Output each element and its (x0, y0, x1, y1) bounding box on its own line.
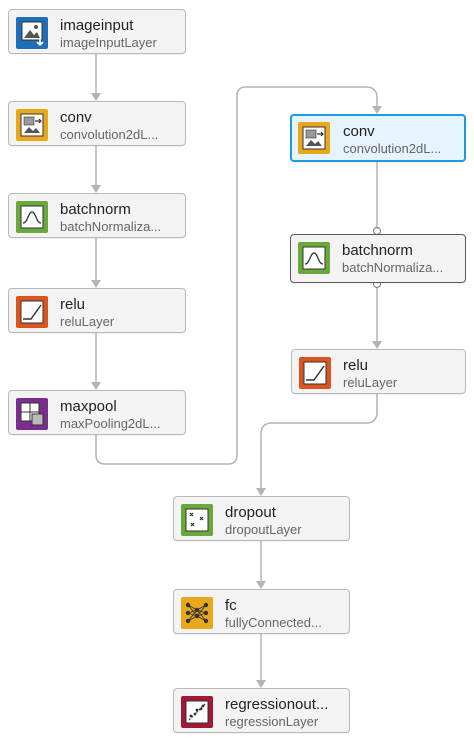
layer-type: maxPooling2dL... (60, 416, 161, 431)
layer-type: reluLayer (343, 375, 398, 390)
wire-arrow-maxpool-to-conv (372, 106, 382, 114)
layer-type: dropoutLayer (225, 522, 302, 537)
batch-normalization-icon (298, 242, 330, 274)
layer-name: imageinput (60, 17, 134, 34)
layer-name: maxpool (60, 398, 117, 415)
layer-name: fc (225, 597, 237, 614)
wire-arrow-left-0 (91, 93, 101, 101)
layer-node-conv-2[interactable]: conv convolution2dL... (290, 114, 466, 162)
layer-node-relu-2[interactable]: relu reluLayer (291, 349, 466, 394)
convolution-icon (298, 122, 330, 154)
layer-name: relu (343, 357, 369, 374)
layer-name: regressionout... (225, 696, 329, 713)
wire-arrow-dropout-to-fc (256, 581, 266, 589)
layer-type: batchNormaliza... (342, 260, 444, 275)
image-input-icon (16, 17, 48, 49)
wire-relu-to-dropout (260, 394, 378, 488)
layer-type: reluLayer (60, 314, 115, 329)
layer-node-fc[interactable]: fc fullyConnected... (173, 589, 350, 634)
layer-node-batchnorm-2[interactable]: batchnorm batchNormaliza... (290, 234, 466, 283)
layer-name: batchnorm (60, 201, 131, 218)
layer-node-batchnorm-1[interactable]: batchnorm batchNormaliza... (8, 193, 186, 238)
layer-name: dropout (225, 504, 276, 521)
fully-connected-icon (181, 597, 213, 629)
layer-node-dropout[interactable]: dropout dropoutLayer (173, 496, 350, 541)
layer-node-relu-1[interactable]: relu reluLayer (8, 288, 186, 333)
layer-type: batchNormaliza... (60, 219, 162, 234)
wire-arrow-left-3 (91, 382, 101, 390)
layer-node-maxpool[interactable]: maxpool maxPooling2dL... (8, 390, 186, 435)
layer-name: conv (343, 123, 375, 140)
wire-arrow-left-2 (91, 280, 101, 288)
layer-name: conv (60, 109, 92, 126)
max-pooling-icon (16, 398, 48, 430)
wire-arrow-relu-to-dropout (256, 488, 266, 496)
layer-type: fullyConnected... (225, 615, 322, 630)
dropout-icon (181, 504, 213, 536)
relu-icon (16, 296, 48, 328)
regression-output-icon (181, 696, 213, 728)
layer-node-regressionoutput[interactable]: regressionout... regressionLayer (173, 688, 350, 733)
relu-icon (299, 357, 331, 389)
wire-arrow-batchnorm-to-relu (372, 341, 382, 349)
convolution-icon (16, 109, 48, 141)
layer-type: convolution2dL... (60, 127, 159, 142)
wire-arrow-fc-to-regression (256, 680, 266, 688)
layer-name: relu (60, 296, 86, 313)
layer-node-conv-1[interactable]: conv convolution2dL... (8, 101, 186, 146)
layer-node-imageinput[interactable]: imageinput imageInputLayer (8, 9, 186, 54)
batch-normalization-icon (16, 201, 48, 233)
wire-arrow-left-1 (91, 185, 101, 193)
layer-type: regressionLayer (225, 714, 319, 729)
layer-type: convolution2dL... (343, 141, 442, 156)
layer-type: imageInputLayer (60, 35, 157, 50)
layer-name: batchnorm (342, 242, 413, 259)
